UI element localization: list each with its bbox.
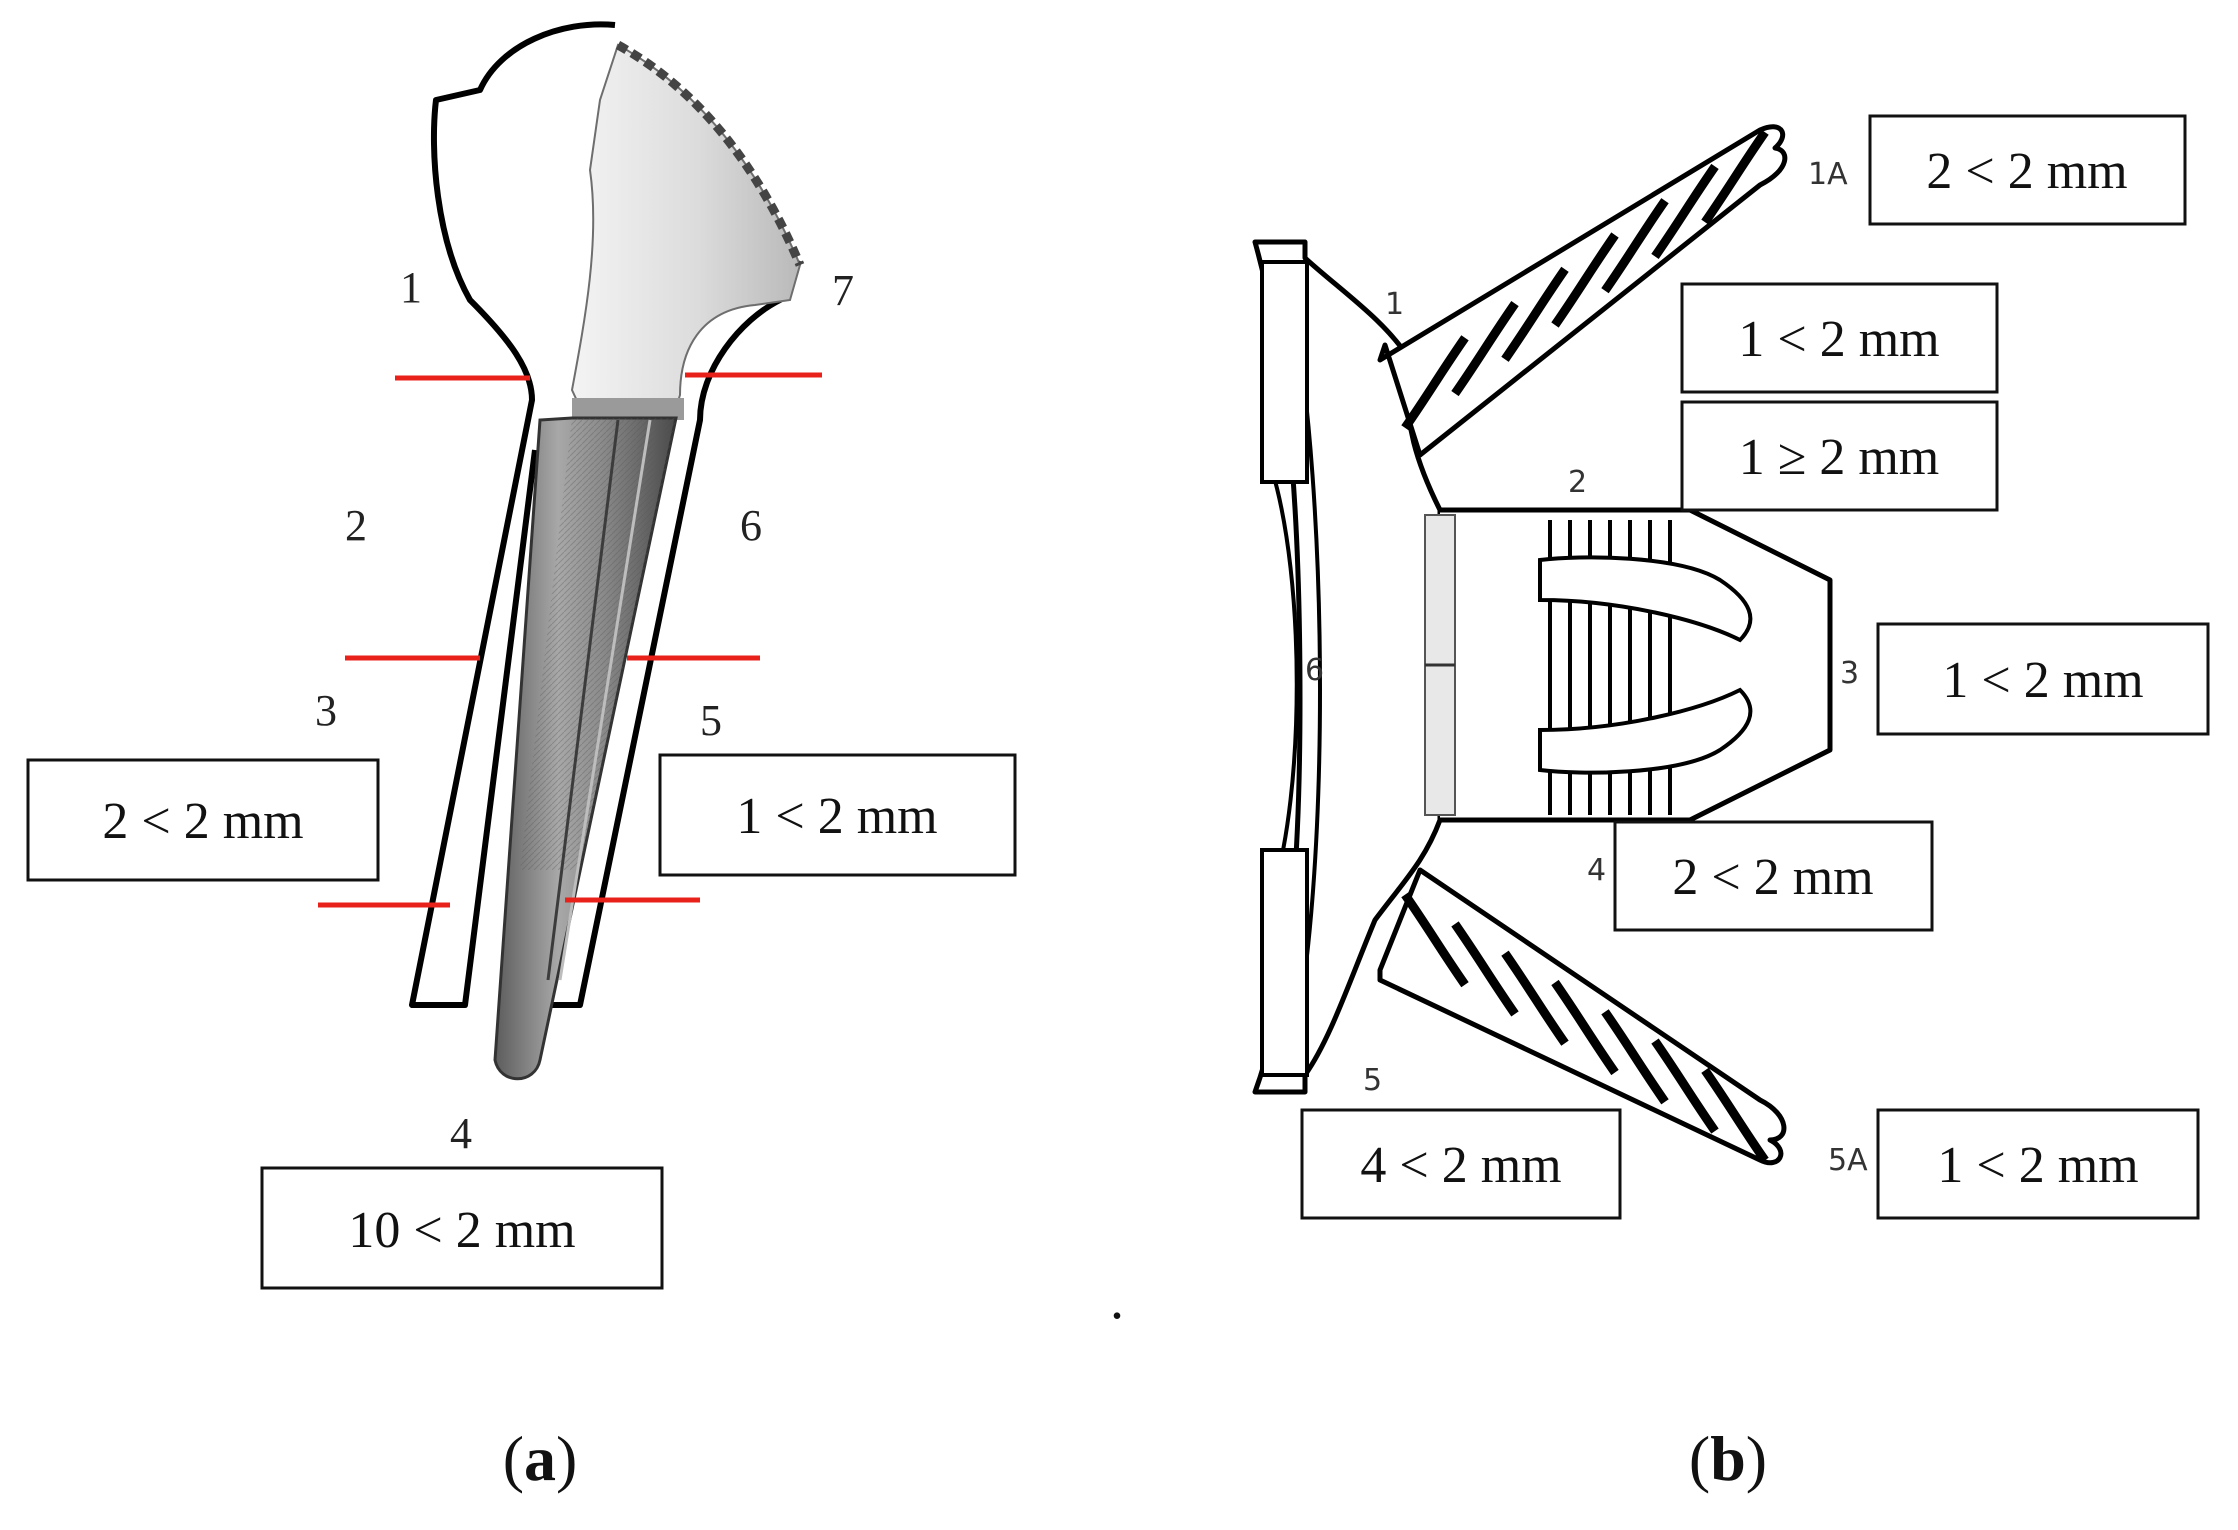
panel-b-caption-close: ) <box>1746 1423 1767 1494</box>
upper-screw-threads <box>1401 129 1769 431</box>
result-text-zone-4: 10 < 2 mm <box>348 1202 575 1259</box>
result-box-zone-4 <box>260 1166 664 1290</box>
screw-thread <box>1601 1009 1669 1105</box>
zone-b-label-1a: 1A <box>1808 157 1848 192</box>
zone-b-label-5: 5 <box>1363 1063 1382 1098</box>
screw-thread <box>1401 335 1469 431</box>
zone-label-5: 5 <box>700 696 722 745</box>
panel-b-caption-open: ( <box>1689 1423 1710 1494</box>
result-box-zone-3 <box>1876 622 2210 736</box>
prosthesis-collar <box>572 398 684 420</box>
panel-b-caption-letter: b <box>1710 1423 1746 1494</box>
stem-knurling <box>520 418 676 870</box>
result-text-zone-1a: 2 < 2 mm <box>1926 143 2127 200</box>
panel-a: 1 2 3 4 5 6 7 2 < 2 mm 1 < 2 mm 10 < 2 m… <box>26 21 1017 1290</box>
zone-b-label-1: 1 <box>1385 287 1404 322</box>
zone-b-label-3: 3 <box>1840 656 1859 691</box>
screw-thread <box>1501 266 1569 362</box>
zone-b-label-5a: 5A <box>1828 1143 1868 1178</box>
zone-label-6: 6 <box>740 501 762 550</box>
panel-a-caption: (a) <box>503 1423 578 1494</box>
result-text-zone-5a: 1 < 2 mm <box>1937 1137 2138 1194</box>
result-box-zone-1a <box>1868 114 2187 226</box>
peg-fins <box>1538 520 1753 815</box>
panel-b: 1A 1 2 3 4 5 6 5A 2 < 2 mm 1 < 2 mm 1 ≥ … <box>1252 114 2210 1220</box>
zone-label-3: 3 <box>315 686 337 735</box>
separator-dot: . <box>1110 1269 1124 1331</box>
panel-a-caption-close: ) <box>556 1423 577 1494</box>
result-text-zone-2-3: 2 < 2 mm <box>102 793 303 850</box>
lower-screw <box>1377 867 1787 1166</box>
screw-thread <box>1401 892 1469 988</box>
panel-b-caption: (b) <box>1689 1423 1767 1494</box>
screw-thread <box>1651 1038 1719 1134</box>
lower-screw-threads <box>1401 892 1769 1163</box>
result-text-zone-4-b: 2 < 2 mm <box>1672 849 1873 906</box>
screw-thread <box>1551 979 1619 1076</box>
screw-thread <box>1501 950 1569 1046</box>
zone-b-label-6: 6 <box>1305 653 1324 688</box>
screw-thread <box>1701 129 1769 225</box>
panel-a-caption-letter: a <box>524 1423 556 1494</box>
screw-thread <box>1651 163 1719 259</box>
screw-thread <box>1451 921 1519 1017</box>
zone-label-7: 7 <box>832 266 854 315</box>
panel-a-caption-open: ( <box>503 1423 524 1494</box>
result-text-zone-5-6: 1 < 2 mm <box>736 788 937 845</box>
baseplate-top-tab <box>1260 260 1309 484</box>
stem-groove <box>558 419 652 981</box>
screw-thread <box>1551 232 1619 328</box>
result-text-zone-3: 1 < 2 mm <box>1942 652 2143 709</box>
result-text-zone-2: 1 ≥ 2 mm <box>1739 429 1939 486</box>
result-box-zone-5-6 <box>658 753 1017 877</box>
zone-b-label-4: 4 <box>1587 853 1606 888</box>
result-box-zone-4 <box>1613 820 1934 932</box>
zone-b-label-2: 2 <box>1568 465 1587 500</box>
baseplate-inner-curve <box>1270 469 1299 896</box>
result-box-zone-2-3 <box>26 758 380 882</box>
result-box-zone-5 <box>1300 1108 1622 1220</box>
result-box-zone-2 <box>1680 400 1999 512</box>
head-dark-rim <box>615 41 805 267</box>
stem-groove <box>546 419 620 981</box>
result-text-zone-1: 1 < 2 mm <box>1738 311 1939 368</box>
zone-label-1: 1 <box>400 263 422 312</box>
prosthesis-head <box>570 43 802 422</box>
result-box-zone-5a <box>1876 1108 2200 1220</box>
screw-thread <box>1701 1067 1769 1163</box>
upper-screw <box>1377 124 1788 458</box>
humerus-outline <box>409 21 801 1008</box>
zone-label-2: 2 <box>345 501 367 550</box>
baseplate-bottom-tab <box>1260 848 1309 1077</box>
central-peg <box>1440 507 1833 823</box>
result-text-zone-5-b: 4 < 2 mm <box>1360 1137 1561 1194</box>
screw-thread <box>1601 198 1669 294</box>
screw-thread <box>1451 301 1519 397</box>
result-box-zone-1 <box>1680 282 1999 394</box>
zone-label-4: 4 <box>450 1109 472 1158</box>
zone-marker-lines <box>318 372 822 908</box>
